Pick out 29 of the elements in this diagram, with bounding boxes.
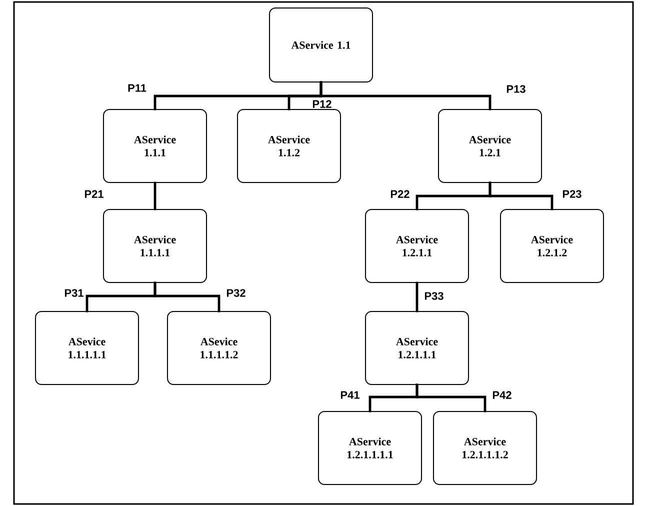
edge-label: P31 — [64, 289, 84, 297]
service-box: AService 1.2.1.1.1 — [365, 311, 469, 385]
service-box: AService 1.2.1.2 — [500, 209, 604, 283]
edge-label: P23 — [562, 190, 582, 198]
edge-label: P11 — [128, 84, 146, 92]
service-box: ASevice 1.1.1.1.1 — [35, 311, 139, 385]
edge-label: P22 — [390, 190, 410, 198]
connector — [416, 384, 486, 412]
edge-label: P33 — [424, 292, 444, 300]
edge-label: P13 — [506, 85, 526, 93]
service-box: AService 1.2.1.1.1.1 — [318, 411, 422, 485]
edge-label: P12 — [312, 100, 332, 108]
connector — [154, 182, 156, 210]
service-box: AService 1.2.1 — [438, 109, 542, 183]
service-box: AService 1.1.2 — [237, 109, 341, 183]
service-box: AService 1.2.1.1 — [365, 209, 469, 283]
connector — [154, 282, 220, 312]
edge-label: P41 — [340, 391, 360, 399]
connector — [416, 282, 418, 312]
edge-label: P32 — [226, 289, 246, 297]
edge-label: P42 — [492, 391, 512, 399]
edge-label: P21 — [84, 190, 104, 198]
connector — [320, 81, 492, 110]
service-box: AService 1.1.1.1 — [103, 209, 207, 283]
service-box: AService 1.2.1.1.1.2 — [433, 411, 537, 485]
service-box: ASevice 1.1.1.1.2 — [167, 311, 271, 385]
service-box: AService 1.1 — [269, 8, 373, 82]
connector — [488, 182, 554, 210]
service-box: AService 1.1.1 — [103, 109, 207, 183]
